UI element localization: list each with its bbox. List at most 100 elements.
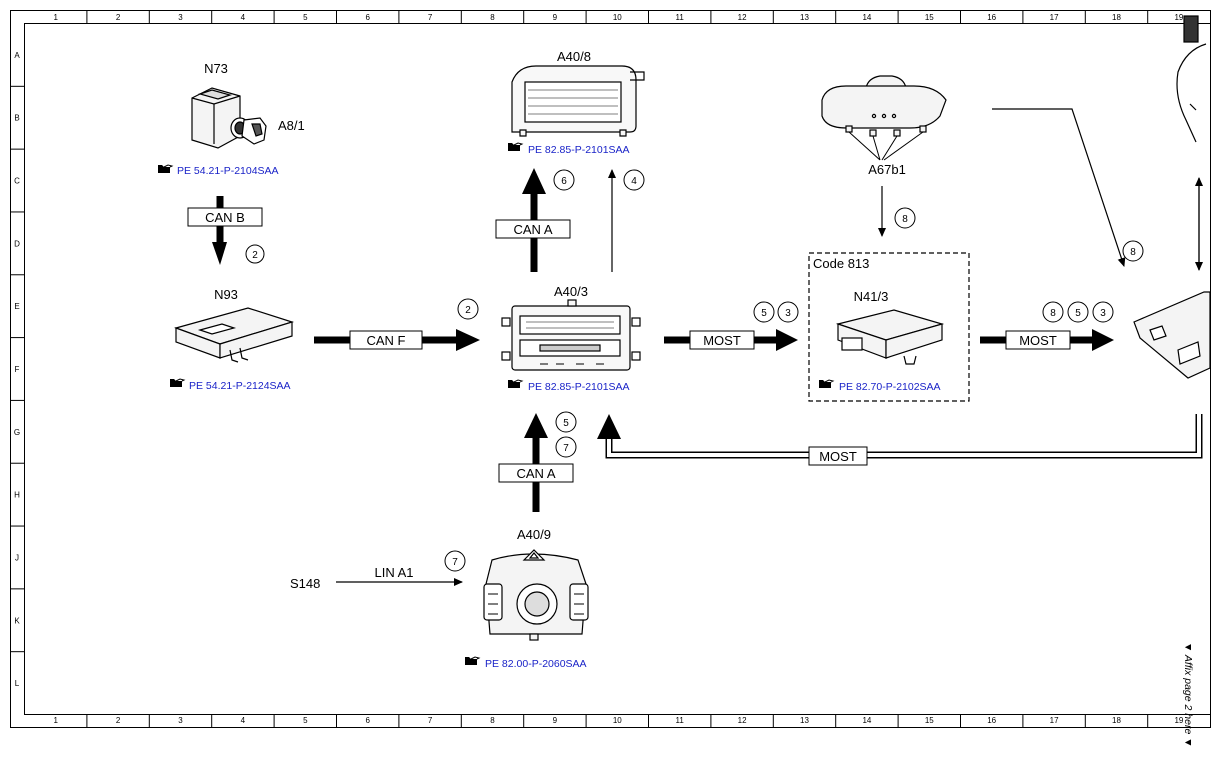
most-link-1: MOST 5 3 [664, 301, 799, 351]
a40-8-reference-text[interactable]: PE 82.85-P-2101SAA [528, 144, 630, 156]
grid-label: 18 [1112, 716, 1121, 725]
most-return-label: MOST [819, 449, 857, 464]
n73-label: N73 [204, 61, 228, 76]
most-link-2-label: MOST [1019, 333, 1057, 348]
grid-label: 3 [178, 716, 183, 725]
grid-label: 6 [365, 13, 370, 22]
grid-label: 13 [800, 716, 809, 725]
grid-label: 12 [738, 13, 747, 22]
thin-link-marker: 4 [631, 176, 637, 187]
reference-book-icon [464, 656, 480, 666]
grid-label: 8 [490, 716, 495, 725]
a40-3-label: A40/3 [554, 284, 588, 299]
grid-label: 16 [987, 716, 996, 725]
grid-label: 6 [365, 716, 370, 725]
grid-label: 19 [1174, 13, 1183, 22]
lin-a1-marker: 7 [452, 557, 458, 568]
a67b1-down-marker: 8 [902, 214, 908, 225]
can-b-link: CAN B 2 [187, 196, 265, 265]
grid-label: D [14, 239, 20, 248]
s148-label: S148 [290, 576, 320, 591]
most-link-2: MOST 8 5 3 [980, 301, 1114, 351]
grid-label: 19 [1174, 716, 1183, 725]
a40-8-drawing [511, 65, 645, 137]
right-edge-component-top [1176, 15, 1207, 143]
grid-label: 2 [116, 716, 121, 725]
a40-9-reference-text[interactable]: PE 82.00-P-2060SAA [485, 658, 587, 670]
lin-a1-link: S148 LIN A1 7 [290, 550, 466, 591]
a67b1-mirror: A67b1 [821, 75, 947, 177]
affix-page-note: ▼ Affix page 2 here ▼ [1182, 642, 1194, 748]
grid-label: K [14, 616, 20, 625]
a8-1-label: A8/1 [278, 118, 305, 133]
grid-label: C [14, 177, 20, 186]
a67b1-to-n41-3-link: 8 [878, 186, 916, 237]
n93-reference: PE 54.21-P-2124SAA [169, 378, 291, 392]
grid-label: 11 [676, 716, 685, 725]
n93-drawing [174, 307, 295, 363]
grid-label: A [14, 51, 20, 60]
n73-reference-text[interactable]: PE 54.21-P-2104SAA [177, 165, 279, 177]
grid-label: 12 [738, 716, 747, 725]
a40-9-label: A40/9 [517, 527, 551, 542]
most-link-1-marker-b: 3 [785, 308, 791, 319]
n41-3-drawing [835, 309, 945, 365]
most-link-2-marker-b: 5 [1075, 308, 1081, 319]
most-link-1-marker-a: 5 [761, 308, 767, 319]
grid-label: J [15, 553, 19, 562]
grid-label: F [15, 365, 20, 374]
code-813-label: Code 813 [813, 256, 869, 271]
grid-label: 5 [303, 13, 308, 22]
grid-label: 10 [613, 716, 622, 725]
grid-label: 11 [676, 13, 685, 22]
n73-reference: PE 54.21-P-2104SAA [157, 164, 279, 177]
can-a-lower-label: CAN A [516, 466, 555, 481]
grid-label: 17 [1050, 716, 1059, 725]
grid-label: 9 [553, 716, 558, 725]
a40-3-head-unit: A40/3 PE 82.85-P-2101SAA [501, 284, 641, 393]
a40-9-control-panel: A40/9 PE 82.00-P-2060SAA [464, 527, 589, 670]
can-f-marker: 2 [465, 305, 471, 316]
grid-label: 5 [303, 716, 308, 725]
can-f-label: CAN F [367, 333, 406, 348]
can-a-lower-marker-a: 5 [563, 418, 569, 429]
can-a-lower-marker-b: 7 [563, 443, 569, 454]
grid-label: 4 [241, 716, 246, 725]
grid-label: 16 [987, 13, 996, 22]
grid-label: B [14, 114, 19, 123]
reference-book-icon [507, 379, 523, 389]
can-a-lower-link: CAN A 5 7 [498, 411, 577, 512]
n41-3-label: N41/3 [854, 289, 889, 304]
n41-3-reference-text[interactable]: PE 82.70-P-2102SAA [839, 381, 941, 393]
n93-reference-text[interactable]: PE 54.21-P-2124SAA [189, 380, 291, 392]
grid-ticks [10, 10, 1149, 728]
grid-label: L [15, 679, 20, 688]
a40-8-reference: PE 82.85-P-2101SAA [507, 142, 630, 156]
ignition-switch-drawing [191, 87, 267, 149]
grid-label: 1 [53, 13, 58, 22]
grid-label: 4 [241, 13, 246, 22]
a40-9-reference: PE 82.00-P-2060SAA [464, 656, 587, 670]
can-a-upper-link: CAN A 6 [495, 168, 575, 272]
most-link-2-marker-a: 8 [1050, 308, 1056, 319]
grid-label: 17 [1050, 13, 1059, 22]
grid-label: 2 [116, 13, 121, 22]
a40-8-label: A40/8 [557, 49, 591, 64]
grid-label: E [14, 302, 19, 311]
grid-label: 3 [178, 13, 183, 22]
a40-3-reference-text[interactable]: PE 82.85-P-2101SAA [528, 381, 630, 393]
can-a-upper-marker: 6 [561, 176, 567, 187]
grid-label: 13 [800, 13, 809, 22]
lin-a1-label: LIN A1 [374, 565, 413, 580]
grid-label: 7 [428, 13, 433, 22]
grid-labels: 1122334455667788991010111112121313141415… [14, 13, 1184, 725]
a67b1-diag-marker: 8 [1130, 247, 1136, 258]
grid-label: 9 [553, 13, 558, 22]
reference-book-icon [157, 164, 173, 174]
a67b1-label: A67b1 [868, 162, 906, 177]
n73-ignition-switch: N73 A8/1 PE 54.21-P-2104SAA [157, 61, 305, 177]
a67b1-drawing [821, 75, 947, 137]
a67b1-to-right-module-link: 8 [992, 108, 1144, 267]
